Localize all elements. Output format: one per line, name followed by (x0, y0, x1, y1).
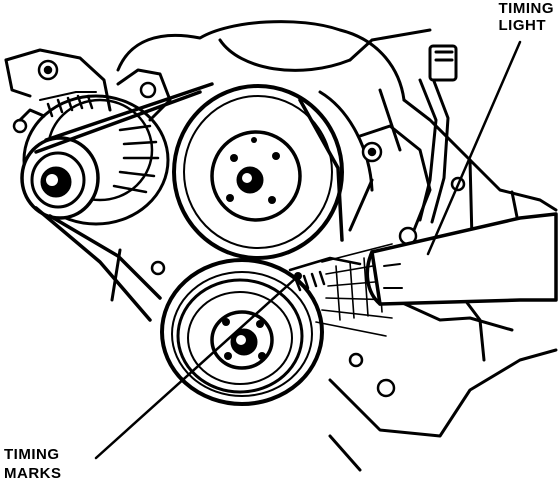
crankshaft-pulley (160, 258, 324, 406)
bolt-icon (150, 260, 166, 276)
strobe-light-rays (315, 243, 399, 337)
water-pump-pulley (172, 84, 344, 260)
timing-light (365, 212, 558, 306)
bolt-icon (376, 378, 396, 398)
timing-light-label-line2: LIGHT (498, 17, 546, 34)
bolt-icon (139, 81, 157, 99)
bolt-icon (43, 65, 53, 75)
callout-leaders (94, 40, 522, 460)
timing-light-leader (426, 40, 522, 256)
timing-marks-leader (94, 276, 298, 460)
bolt-heads (37, 59, 466, 398)
timing-light-label-line1: TIMING (498, 0, 554, 17)
timing-marks-label-line1: TIMING (4, 446, 60, 463)
timing-light-cable (418, 44, 458, 224)
timing-marks-label-line2: MARKS (4, 465, 62, 482)
drive-belt (34, 82, 344, 322)
alternator-pulley (20, 136, 100, 220)
bolt-icon (348, 352, 364, 368)
bolt-icon (367, 147, 377, 157)
